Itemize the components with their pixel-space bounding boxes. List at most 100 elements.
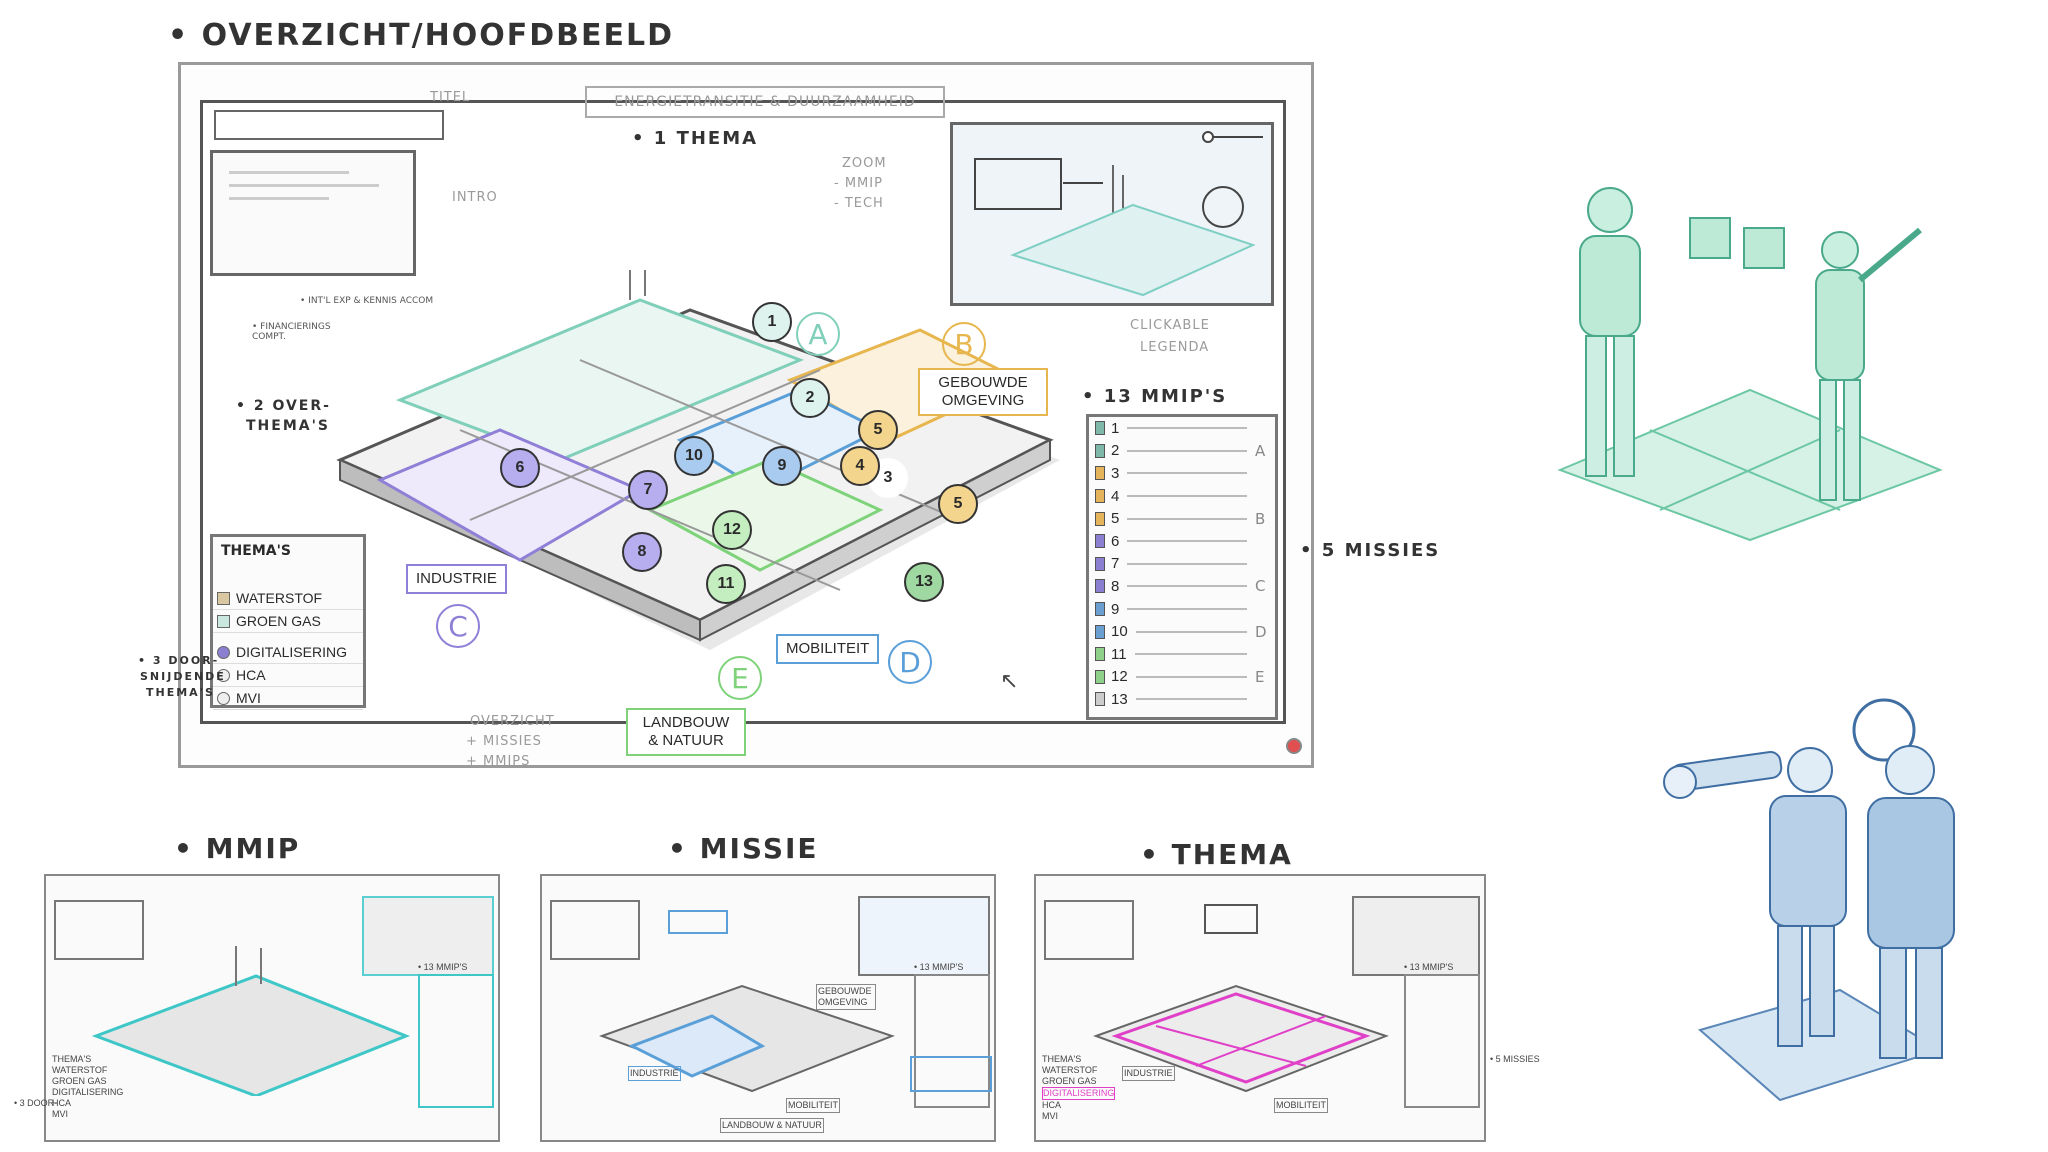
themas-legend-title: THEMA'S [221,543,291,559]
thema-digitalisering[interactable]: DIGITALISERING [213,641,363,664]
map-marker-7[interactable]: 7 [628,470,668,510]
mmip-swatch-icon [1095,421,1105,436]
mmip-swatch-icon [1095,534,1105,549]
mmip-row[interactable]: 4 [1089,485,1275,508]
legenda-note: LEGENDA [1140,340,1210,355]
zoom-tech-note: - TECH [834,196,884,211]
swatch-icon [217,668,230,682]
mmip-row[interactable]: 6 [1089,530,1275,553]
mmip-heading: • MMIP [174,832,301,865]
zoom-note: ZOOM [842,156,887,171]
mmip-swatch-icon [1095,624,1105,639]
record-dot-icon [1286,738,1302,754]
map-marker-8[interactable]: 8 [622,532,662,572]
map-marker-5b[interactable]: 5 [938,484,978,524]
mmip-row[interactable]: 13 [1089,688,1275,711]
zoom-box [950,122,1274,306]
mission-group-label: D [1255,622,1267,641]
letter-c: C [436,604,480,648]
mmip-bar [1127,495,1247,498]
mmip-swatch-icon [1095,669,1105,684]
map-marker-12[interactable]: 12 [712,510,752,550]
mmip-bar [1134,653,1247,656]
map-marker-4[interactable]: 4 [840,446,880,486]
mmip-swatch-icon [1095,443,1105,458]
thema-waterstof[interactable]: WATERSTOF [213,587,363,610]
map-marker-9[interactable]: 9 [762,446,802,486]
mmip-bar [1127,427,1247,430]
title-value-box: ENERGIETRANSITIE & DUURZAAMHEID [585,86,945,118]
mmips-title: • 13 MMIP'S [1082,386,1228,407]
mmip-row[interactable]: 9 [1089,598,1275,621]
drie-door-note-2: SNIJDENDE [140,670,226,683]
mmip-row[interactable]: 3 [1089,462,1275,485]
zoom-illustration [974,131,1263,297]
clickable-note: CLICKABLE [1130,318,1210,333]
mmip-bar [1127,608,1247,611]
mmip-number: 12 [1111,668,1128,686]
mmip-number: 3 [1111,464,1120,482]
map-marker-6[interactable]: 6 [500,448,540,488]
swatch-icon [217,614,230,628]
label-gebouwde-omgeving[interactable]: GEBOUWDE OMGEVING [918,368,1048,416]
mmip-row[interactable]: 11 [1089,643,1275,666]
swatch-icon [217,591,230,605]
mmip-swatch-icon [1095,692,1105,707]
main-heading: • OVERZICHT/HOOFDBEELD [168,18,674,53]
mmip-row[interactable]: 1 [1089,417,1275,440]
mmip-bar [1135,630,1247,633]
twee-over-note-2: THEMA'S [246,418,330,434]
fin-note: • FINANCIERINGS COMPT. [252,322,331,342]
mmip-bar [1127,472,1247,475]
thema-mvi[interactable]: MVI [213,687,363,710]
map-marker-13[interactable]: 13 [904,562,944,602]
label-mobiliteit[interactable]: MOBILITEIT [776,634,880,664]
mmip-bar [1127,449,1247,452]
label-industrie[interactable]: INDUSTRIE [406,564,507,594]
mmip-swatch-icon [1095,579,1105,594]
mmip-row[interactable]: 7 [1089,553,1275,576]
mmip-bar [1135,675,1247,678]
themas-legend: THEMA'S WATERSTOF GROEN GAS DIGITALISERI… [210,534,366,710]
intro-note: INTRO [452,190,498,205]
thema-hca[interactable]: HCA [213,664,363,687]
mmip-swatch-icon [1095,466,1105,481]
mmip-swatch-icon [1095,602,1105,617]
letter-d: D [888,640,932,684]
map-marker-5[interactable]: 5 [858,410,898,450]
thema-groen-gas[interactable]: GROEN GAS [213,610,363,633]
map-marker-10[interactable]: 10 [674,436,714,476]
thumb-missie[interactable]: GEBOUWDE OMGEVING INDUSTRIE MOBILITEIT L… [540,874,996,1142]
mmip-swatch-icon [1095,556,1105,571]
zoom-mmip-note: - MMIP [834,176,883,191]
title-bar-box [214,110,444,140]
intro-box [210,150,416,276]
missie-heading: • MISSIE [668,832,819,865]
label-landbouw-natuur[interactable]: LANDBOUW & NATUUR [626,708,746,756]
mission-group-label: B [1255,509,1266,528]
mmips-note: + MMIPS [466,754,531,769]
mmip-number: 7 [1111,555,1120,573]
mmip-number: 13 [1111,690,1128,708]
mmip-number: 10 [1111,623,1128,641]
mmip-row[interactable]: 10 D [1089,620,1275,643]
mmip-number: 8 [1111,577,1120,595]
map-marker-2[interactable]: 2 [790,378,830,418]
titel-note: TITEL [430,90,471,105]
mmip-number: 1 [1111,419,1120,437]
mmip-swatch-icon [1095,511,1105,526]
map-marker-1[interactable]: 1 [752,302,792,342]
map-marker-11[interactable]: 11 [706,564,746,604]
mmip-number: 6 [1111,532,1120,550]
mmip-swatch-icon [1095,489,1105,504]
cursor-icon: ↖ [1000,668,1019,693]
mmip-bar [1127,562,1247,565]
letter-e: E [718,656,762,700]
